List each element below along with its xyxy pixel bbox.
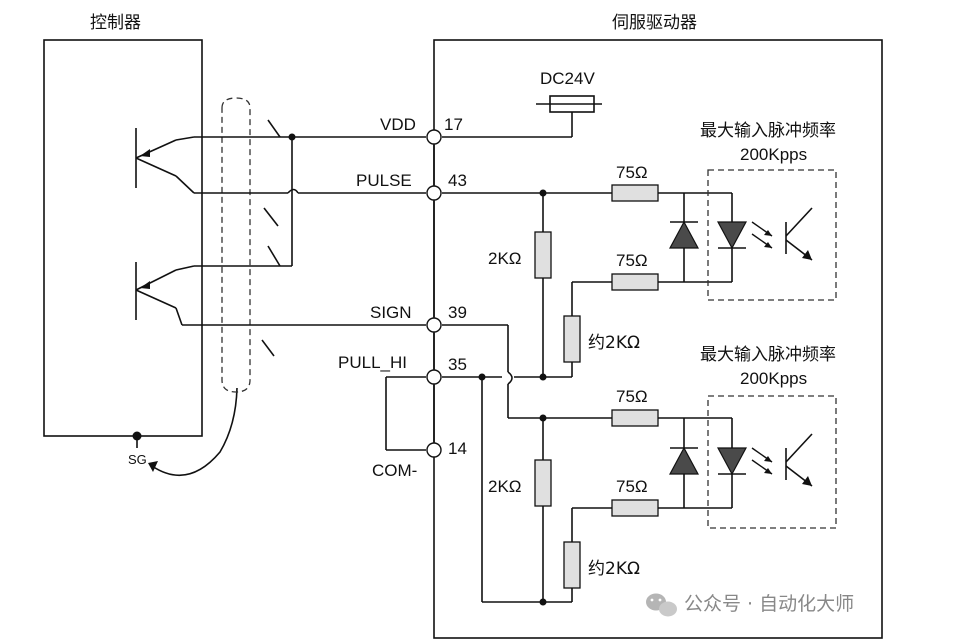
opto-1-line1: 最大输入脉冲频率 [700,121,836,141]
resistor-shunt-2: 2KΩ [488,459,552,507]
pin-pulse-name: PULSE [356,171,412,190]
terminal-com: COM- 14 [372,439,467,480]
pin-pull-hi-name: PULL_HI [338,353,407,372]
cable-shield [221,97,251,393]
optocoupler-1: 最大输入脉冲频率 200Kpps 75Ω 75Ω [572,121,837,301]
optocoupler-2: 最大输入脉冲频率 200Kpps 75Ω 75Ω [572,345,837,529]
resistor-shunt-1-label: 2KΩ [488,249,522,268]
resistor-series-2-label: 75Ω [616,251,648,270]
sg-label: SG [128,452,147,467]
resistor-pull-2: 约2KΩ [563,508,640,589]
supply-label: DC24V [540,69,595,88]
controller-title: 控制器 [90,13,141,33]
controller-block: 控制器 SG [43,13,238,477]
resistor-shunt-2-label: 2KΩ [488,477,522,496]
wechat-icon [646,593,677,617]
resistor-pull-2-label: 约2KΩ [588,559,640,579]
wire-pull-hi [385,362,573,606]
pin-pull-hi-number: 35 [448,355,467,374]
resistor-shunt-1: 2KΩ [488,231,552,279]
pin-com-number: 14 [448,439,467,458]
opto-1-line2: 200Kpps [740,145,807,164]
resistor-pull-1: 约2KΩ [563,282,640,363]
resistor-series-3-label: 75Ω [616,387,648,406]
resistor-pull-1-label: 约2KΩ [588,333,640,353]
transistor-1 [135,128,195,194]
pin-sign-name: SIGN [370,303,412,322]
resistor-series-4-label: 75Ω [616,477,648,496]
pin-vdd-name: VDD [380,115,416,134]
terminal-pulse: PULSE 43 [356,171,467,201]
wire-vdd [194,112,573,266]
terminal-sign: SIGN 39 [370,303,467,333]
pin-sign-number: 39 [448,303,467,322]
pin-com-name: COM- [372,461,417,480]
opto-2-line2: 200Kpps [740,369,807,388]
controller-box [43,39,203,437]
watermark: 公众号 · 自动化大师 [646,593,854,617]
pin-pulse-number: 43 [448,171,467,190]
pin-vdd-number: 17 [444,115,463,134]
resistor-series-1-label: 75Ω [616,163,648,182]
terminal-vdd: VDD 17 [380,115,463,145]
transistor-2 [135,262,195,326]
watermark-text: 公众号 · 自动化大师 [684,593,854,615]
opto-2-line1: 最大输入脉冲频率 [700,345,836,365]
terminal-pull-hi: PULL_HI 35 [338,353,467,385]
drive-title: 伺服驱动器 [612,13,697,33]
wire-sign [182,324,612,602]
dc24v-supply: DC24V [536,69,602,113]
wire-pulse [194,188,612,378]
